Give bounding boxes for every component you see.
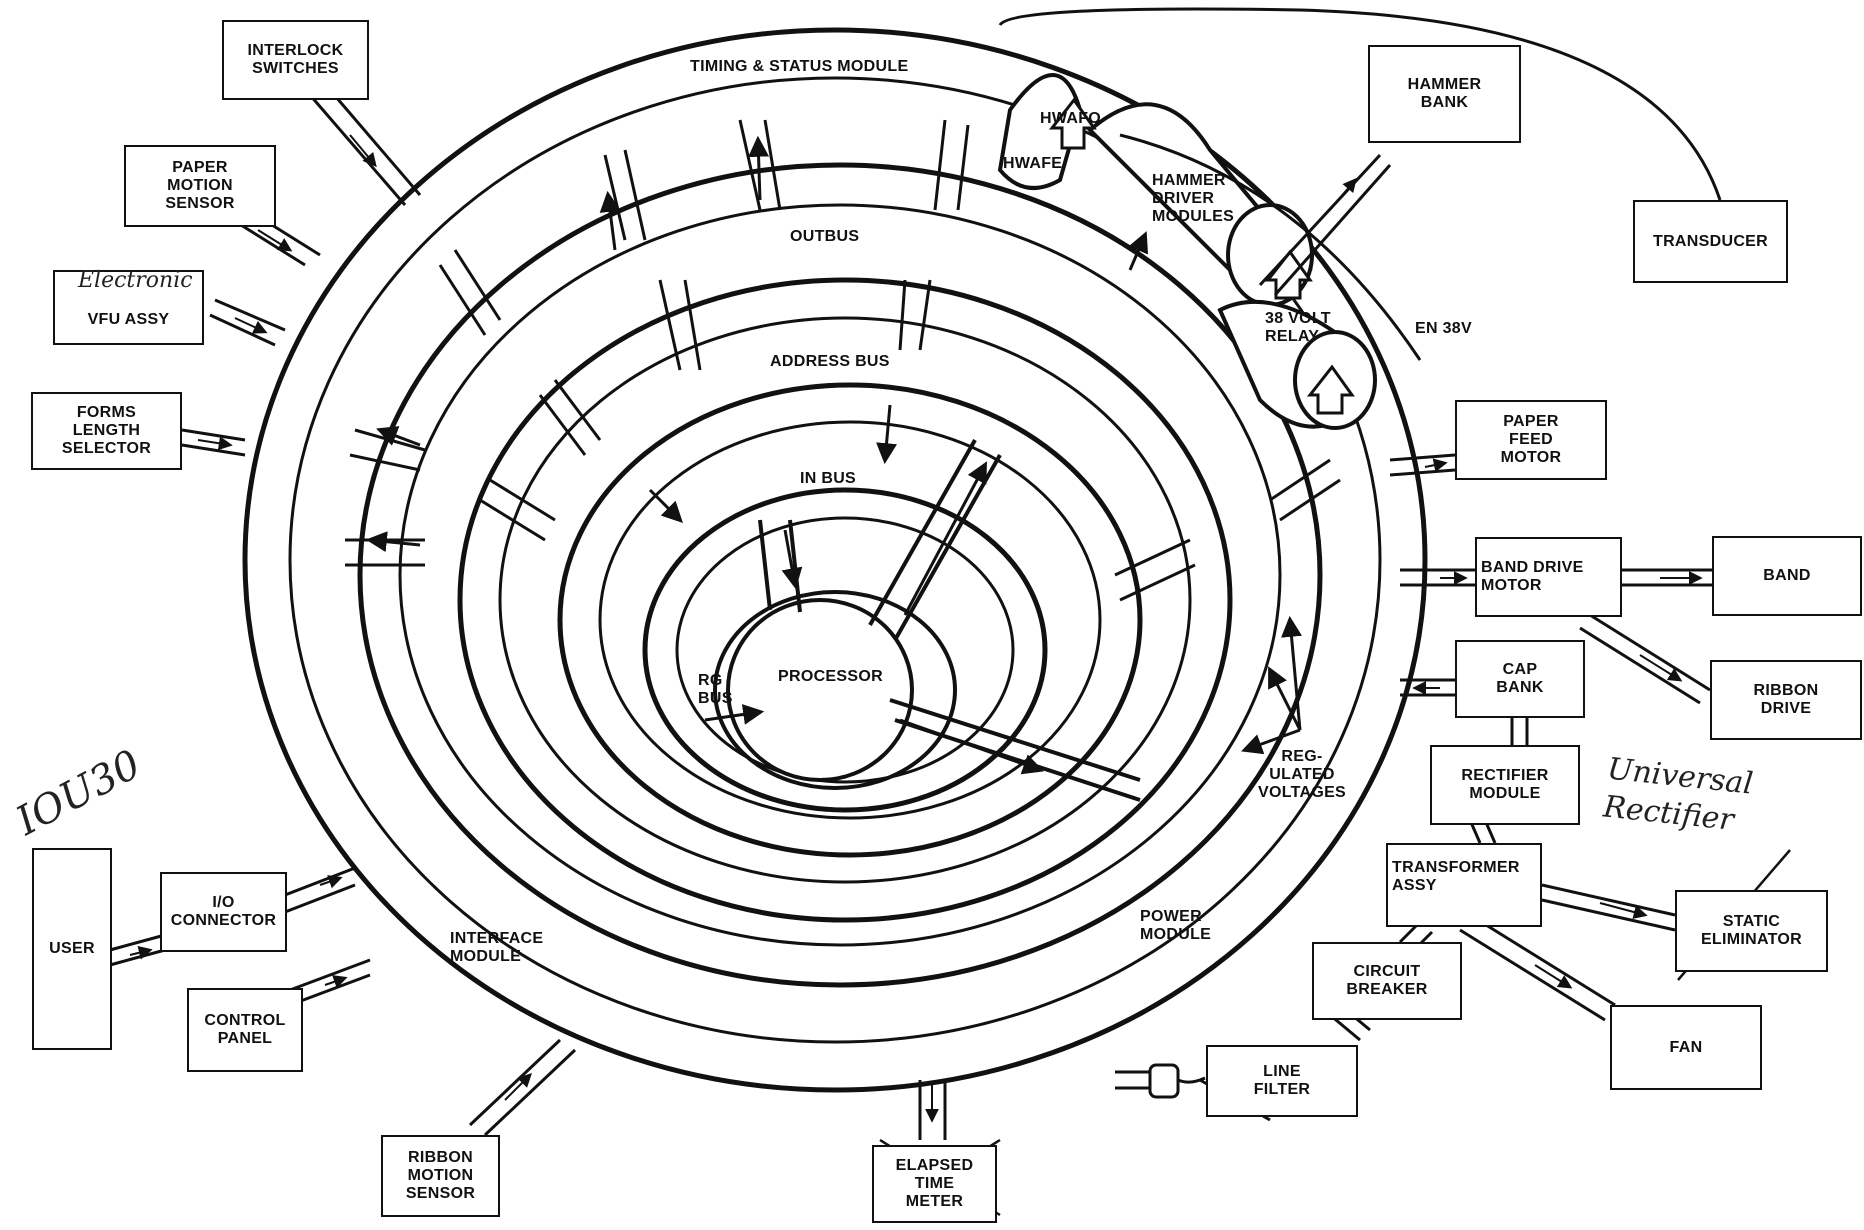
timing-status-module-label: TIMING & STATUS MODULE	[690, 58, 909, 75]
band-box: BAND	[1712, 536, 1862, 616]
fan-box: FAN	[1610, 1005, 1762, 1090]
external-arrowheads	[129, 134, 1703, 1123]
hwafe-label: HWAFE	[1003, 155, 1063, 172]
circuit-breaker-box: CIRCUIT BREAKER	[1312, 942, 1462, 1020]
relay-label: 38 VOLT RELAY	[1265, 310, 1331, 345]
line-filter-box: LINE FILTER	[1206, 1045, 1358, 1117]
processor-spokes	[758, 439, 1141, 802]
static-eliminator-box: STATIC ELIMINATOR	[1675, 890, 1828, 972]
en38v-label: EN 38V	[1415, 320, 1472, 337]
regulated-arrows	[1241, 615, 1302, 755]
outbus-label: OUTBUS	[790, 228, 860, 245]
hammer-bank-box: HAMMER BANK	[1368, 45, 1521, 143]
rg-bus-label: RG BUS	[698, 672, 733, 707]
paper-motion-sensor-box: PAPER MOTION SENSOR	[124, 145, 276, 227]
forms-length-selector-box: FORMS LENGTH SELECTOR	[31, 392, 182, 470]
ribbon-drive-box: RIBBON DRIVE	[1710, 660, 1862, 740]
module-rings	[242, 27, 1428, 1093]
elapsed-time-meter-box: ELAPSED TIME METER	[872, 1145, 997, 1223]
band-drive-motor-box: BAND DRIVE MOTOR	[1475, 537, 1622, 617]
handwritten-universal-rectifier: Universal Rectifier	[1601, 751, 1755, 838]
regulated-voltages-label: REG- ULATED VOLTAGES	[1258, 748, 1347, 801]
vfu-assy-box: VFU ASSY	[53, 270, 204, 345]
transducer-cable	[998, 7, 1722, 201]
power-module-label: POWER MODULE	[1140, 908, 1212, 943]
address-bus-label: ADDRESS BUS	[770, 353, 890, 370]
interlock-switches-box: INTERLOCK SWITCHES	[222, 20, 369, 100]
processor-label: PROCESSOR	[778, 668, 883, 685]
transducer-box: TRANSDUCER	[1633, 200, 1788, 283]
power-plug-icon	[1115, 1063, 1206, 1099]
handwritten-electronic: Electronic	[78, 268, 193, 293]
ring-connectors	[345, 119, 1341, 602]
bus-rings	[357, 162, 1323, 988]
paper-feed-motor-box: PAPER FEED MOTOR	[1455, 400, 1607, 480]
rectifier-module-box: RECTIFIER MODULE	[1430, 745, 1580, 825]
io-connector-box: I/O CONNECTOR	[160, 872, 287, 952]
user-box: USER	[32, 848, 112, 1050]
hammer-driver-modules-label: HAMMER DRIVER MODULES	[1152, 172, 1235, 225]
hollow-arrows	[1048, 97, 1355, 415]
en38v-cable	[1119, 133, 1422, 361]
cap-bank-box: CAP BANK	[1455, 640, 1585, 718]
ribbon-motion-sensor-box: RIBBON MOTION SENSOR	[381, 1135, 500, 1217]
vfu-assy-label: VFU ASSY	[87, 311, 170, 328]
in-bus-label: IN BUS	[800, 470, 857, 487]
processor-disc	[726, 598, 914, 782]
control-panel-box: CONTROL PANEL	[187, 988, 303, 1072]
interface-module-label: INTERFACE MODULE	[450, 930, 544, 965]
hwafo-label: HWAFO	[1040, 110, 1102, 127]
transformer-assy-box: TRANSFORMER ASSY	[1386, 843, 1542, 927]
